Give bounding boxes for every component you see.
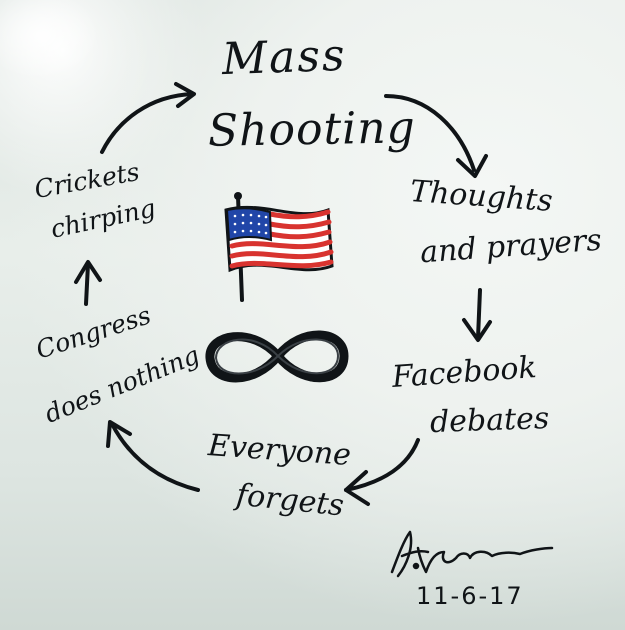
- arrow-thoughts-to-facebook: [462, 288, 492, 342]
- arrow-mass-shooting-to-thoughts: [384, 94, 488, 178]
- signature-date: 11-6-17: [416, 582, 524, 610]
- node-mass-shooting-line2: Shooting: [207, 102, 417, 157]
- signature-scribble: [390, 530, 554, 578]
- us-flag-icon: [224, 192, 334, 302]
- arrow-everyone-forgets-to-congress: [106, 420, 200, 492]
- infinity-icon: [205, 330, 349, 383]
- node-facebook-line2: debates: [429, 400, 550, 441]
- node-mass-shooting-line1: Mass: [221, 29, 348, 86]
- arrow-congress-to-crickets: [74, 260, 102, 306]
- arrow-facebook-to-everyone-forgets: [344, 438, 420, 506]
- arrow-crickets-to-mass-shooting: [100, 82, 196, 154]
